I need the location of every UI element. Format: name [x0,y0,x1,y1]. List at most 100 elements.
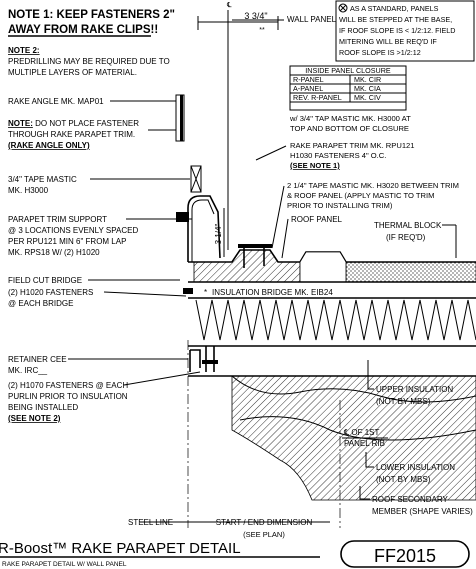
note2-line1: PREDRILLING MAY BE REQUIRED DUE TO [8,57,170,66]
leader-roof-panel [281,218,289,259]
roof-panel-hatched [193,249,301,283]
trim-line3: (SEE NOTE 1) [290,161,340,170]
closure-table: INSIDE PANEL CLOSURE R-PANEL MK. CIR A-P… [289,65,407,111]
start-end-line1: START / END DIMENSION [216,518,313,527]
cee-line1: RETAINER CEE [8,355,67,364]
detail-subtitle: RAKE PARAPET DETAIL W/ WALL PANEL [2,561,127,568]
support-line4: MK. RPS18 W/ (2) H1020 [8,248,100,257]
standard-note-symbol-x2 [339,4,347,12]
bridge-line1: FIELD CUT BRIDGE [8,276,82,285]
bridge-line3: @ EACH BRIDGE [8,299,73,308]
lower-ins-line1: LOWER INSULATION [376,463,455,472]
trim-line2: H1030 FASTENERS 4" O.C. [290,151,386,160]
leader-h1070 [123,371,201,386]
bridge-line2: (2) H1020 FASTENERS [8,288,93,297]
standard-note-line1: AS A STANDARD, PANELS [350,4,439,13]
standard-note-line3: IF ROOF SLOPE IS < 1/2:12. FIELD [339,26,455,35]
top-callouts: ℄ 3 3/4" ** WALL PANEL AS A STANDARD, PA… [197,0,475,259]
wall-panel-label: WALL PANEL [287,15,337,24]
bridge-star: * [204,288,207,297]
closure-table-border [289,65,407,111]
h1070-line1: (2) H1070 FASTENERS @ EACH [8,381,128,390]
cee-line2: MK. IRC__ [8,366,48,375]
standard-note-box [335,0,475,62]
parapet-trim-outline [187,195,221,262]
secondary-line1: ROOF SECONDARY [372,495,449,504]
rib-line1: ℄ OF 1ST [343,428,379,437]
trim-line1: RAKE PARAPET TRIM MK. RPU121 [290,141,415,150]
closure-row1-panel: R-PANEL [293,75,324,84]
closure-row2-panel: A-PANEL [293,84,323,93]
h1070-washer [202,360,218,364]
rake-angle-leg [180,95,183,141]
mastic-line1: 3/4" TAPE MASTIC [8,175,77,184]
lower-ins-line2: (NOT BY MBS) [376,475,431,484]
leader-lower-ins [365,452,374,468]
roof-panel-label: ROOF PANEL [291,215,343,224]
parapet-trim-inner [191,199,215,262]
fastener-note-line1: NOTE: DO NOT PLACE FASTENER [8,119,139,128]
leader-trim [255,145,287,161]
standard-note-line2: WILL BE STEPPED AT THE BASE, [339,15,452,24]
thermal-line2: (IF REQ'D) [386,233,426,242]
fastener-note-title: NOTE: [8,119,33,128]
tape-line2: & ROOF PANEL (APPLY MASTIC TO TRIM [287,191,434,200]
fastener-note-line3: (RAKE ANGLE ONLY) [8,141,90,150]
lower-insulation-contour1 [231,375,476,403]
lower-insulation-contour2 [239,416,476,441]
parapet-support-bar [176,212,189,222]
tape-line1: 2 1/4" TAPE MASTIC MK. H3020 BETWEEN TRI… [287,181,459,190]
support-line1: PARAPET TRIM SUPPORT [8,215,107,224]
field-cut-bridge-clip [183,288,193,294]
upper-ins-line2: (NOT BY MBS) [376,397,431,406]
insulation-bridge-label: INSULATION BRIDGE MK. EIB24 [212,288,333,297]
title-block: R-Boost™ RAKE PARAPET DETAIL RAKE PARAPE… [0,540,470,568]
leader-upper-ins [367,360,374,390]
secondary-line2: MEMBER (SHAPE VARIES) [372,507,473,516]
centerline-mark: ℄ [226,2,232,9]
thermal-block [345,261,476,283]
rake-angle-label: RAKE ANGLE MK. MAP01 [8,97,104,106]
closure-row3-mark: MK. CIV [354,93,381,102]
tape-line3: PRIOR TO INSTALLING TRIM) [287,201,393,210]
closure-block-x2 [190,165,202,193]
support-line3: PER RPU121 MIN 6" FROM LAP [8,237,126,246]
note2-line2: MULTIPLE LAYERS OF MATERIAL. [8,68,137,77]
top-dim-text: 3 3/4" [244,11,267,21]
thermal-line1: THERMAL BLOCK [374,221,442,230]
note1-line2: AWAY FROM RAKE CLIPS!! [8,24,158,36]
left-notes: NOTE 1: KEEP FASTENERS 2" AWAY FROM RAKE… [8,9,201,423]
leader-tape [271,185,285,249]
retainer-cee [189,349,201,372]
closure-row1-mark: MK. CIR [354,75,381,84]
standard-note-line4: MITERING WILL BE REQ'D IF [339,37,437,46]
closure-table-title: INSIDE PANEL CLOSURE [305,66,391,75]
support-line2: @ 3 LOCATIONS EVENLY SPACED [8,226,138,235]
h1070-line3: BEING INSTALLED [8,403,78,412]
top-dim-mark: ** [259,27,265,34]
leader-bridge-fasteners [103,291,187,297]
h1070-line4: (SEE NOTE 2) [8,414,61,423]
leader-secondary [359,486,370,500]
note1-line1: NOTE 1: KEEP FASTENERS 2" [8,9,175,21]
upper-ins-line1: UPPER INSULATION [376,385,453,394]
closure-row2-mark: MK. CIA [354,84,381,93]
detail-code: FF2015 [374,546,436,566]
closure-mastic-line2: TOP AND BOTTOM OF CLOSURE [290,124,409,133]
panel-rib [299,251,347,283]
upper-insulation-pattern [195,299,476,341]
rib-line2: PANEL RIB [344,439,385,448]
detail-geometry: 3 1/4" * INSULATION BRIDGE MK. EIB24 [128,94,476,539]
start-end-line2: (SEE PLAN) [243,530,285,539]
standard-note-line5: ROOF SLOPE IS >1/2:12 [339,48,421,57]
steel-line-label: STEEL LINE [128,518,173,527]
trim-fastener-washer [238,244,272,248]
detail-code-badge [340,540,470,568]
fastener-note-line2: THROUGH RAKE PARAPET TRIM. [8,130,135,139]
fastener-note-text: DO NOT PLACE FASTENER [35,119,139,128]
detail-title: R-Boost™ RAKE PARAPET DETAIL [0,540,241,557]
note2-title: NOTE 2: [8,46,40,55]
mastic-line2: MK. H3000 [8,186,49,195]
closure-row3-panel: REV. R-PANEL [293,93,342,102]
